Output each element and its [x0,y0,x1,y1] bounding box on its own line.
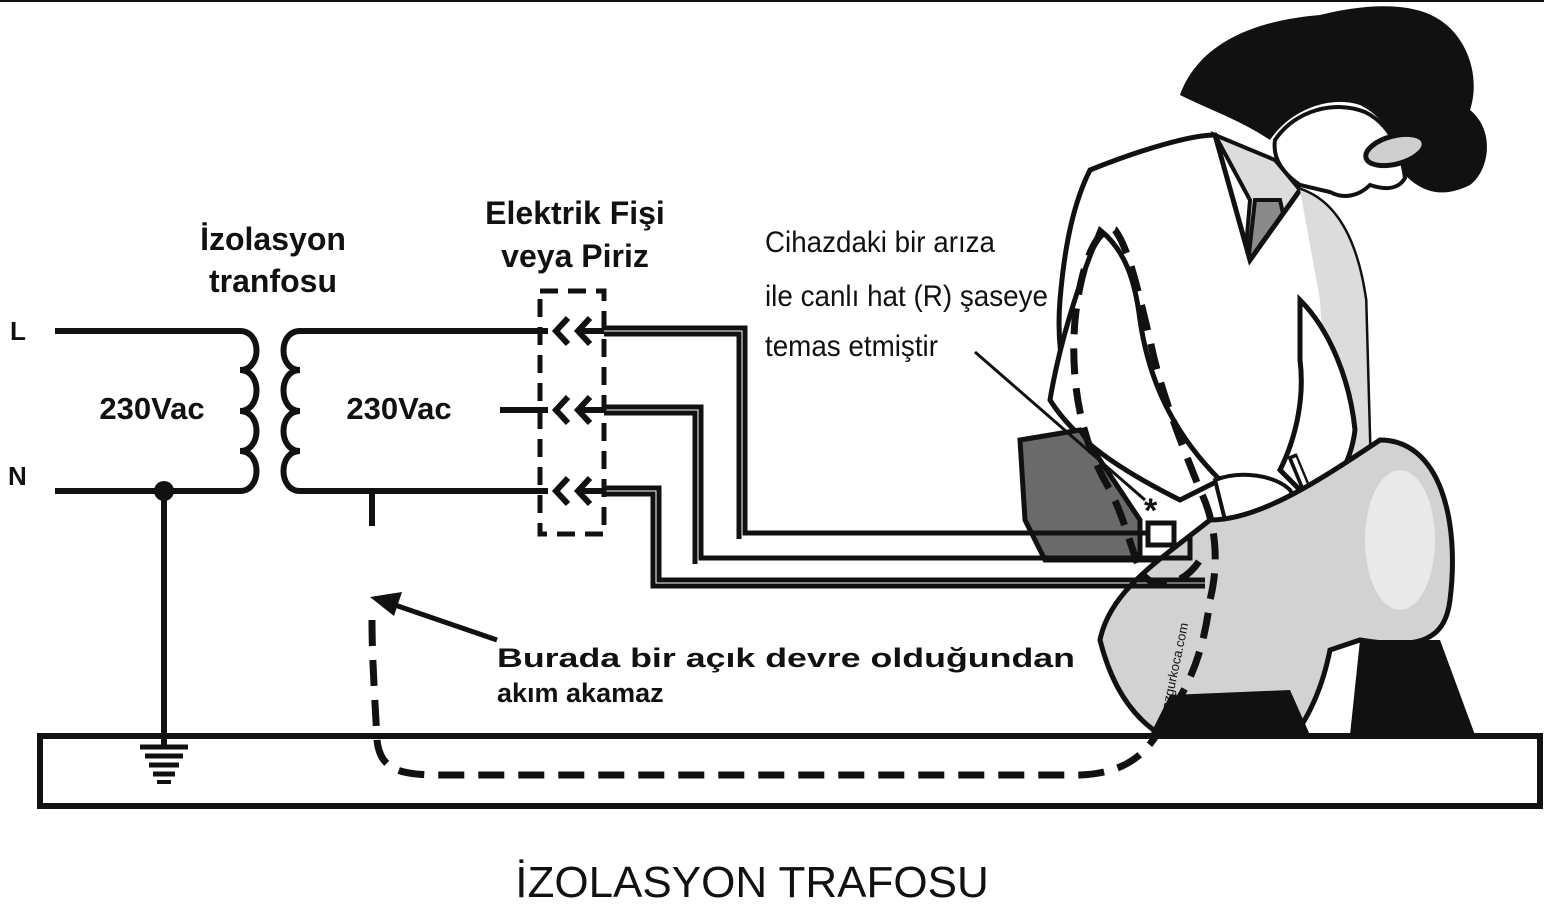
primary-coil [239,328,260,494]
transformer-label-line2: tranfosu [209,263,337,299]
ground-symbol [140,492,188,784]
transformer-label-line1: İzolasyon [200,221,346,257]
open-circuit-arrow [370,592,498,643]
secondary-voltage: 230Vac [346,391,451,426]
primary-voltage: 230Vac [99,391,204,426]
fault-note-line1: Cihazdaki bir arıza [765,226,995,259]
fault-current-path [368,226,1219,779]
device-cord [604,325,1205,589]
live-label: L [10,316,26,346]
technician-figure: ozgurkoca.com [1017,6,1487,743]
plug-pins [551,315,604,507]
plug-label-line1: Elektrik Fişi [485,195,665,231]
primary-circuit [55,328,240,494]
secondary-coil [280,328,301,494]
neutral-label: N [8,461,27,491]
shoe-back [1350,640,1475,735]
floor-slab [37,733,1543,809]
knee-highlight [1365,470,1435,610]
fault-note-line3: temas etmiştir [765,330,938,363]
fault-marker: * [1144,492,1158,530]
shoe-front [1150,690,1310,735]
glasses [1363,131,1427,169]
open-circuit-note-line1: Burada bir açık devre olduğundan [497,643,1075,673]
neutral-ground-junction [154,481,174,501]
diagram-title: İZOLASYON TRAFOSU [515,858,989,907]
fault-terminal [1145,520,1177,548]
plug-label-line2: veya Piriz [501,238,649,274]
open-circuit-note-line2: akım akamaz [497,678,664,708]
face [1272,105,1408,198]
fault-pointer [974,350,1146,502]
fault-note-line2: ile canlı hat (R) şaseye [765,280,1048,313]
secondary-circuit [300,328,548,526]
